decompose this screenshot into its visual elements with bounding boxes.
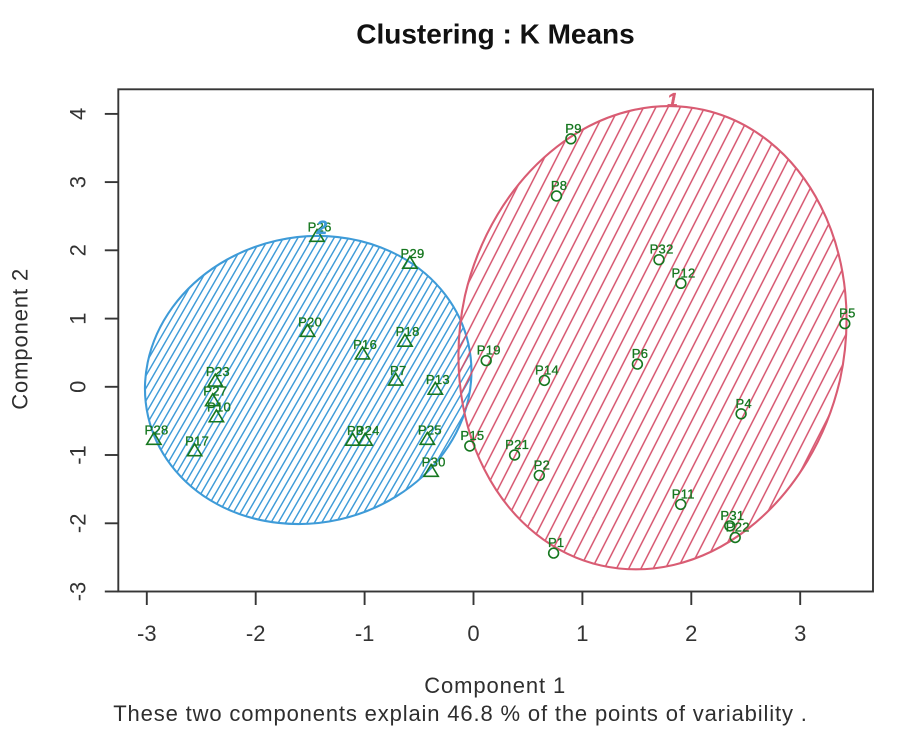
svg-text:P15: P15 <box>460 428 484 443</box>
svg-text:3: 3 <box>66 176 91 188</box>
svg-text:Component 2: Component 2 <box>8 268 33 410</box>
svg-text:P26: P26 <box>308 219 332 234</box>
svg-text:1: 1 <box>66 312 91 324</box>
svg-text:2: 2 <box>66 244 91 256</box>
svg-text:1: 1 <box>576 621 588 646</box>
svg-text:P18: P18 <box>396 324 420 339</box>
svg-text:P1: P1 <box>548 535 565 550</box>
svg-text:P2: P2 <box>534 457 551 472</box>
svg-text:P12: P12 <box>671 265 695 280</box>
svg-text:-2: -2 <box>246 621 266 646</box>
svg-text:P23: P23 <box>206 364 230 379</box>
svg-text:These two components explain 4: These two components explain 46.8 % of t… <box>113 701 807 726</box>
svg-text:2: 2 <box>315 217 327 239</box>
svg-text:P20: P20 <box>298 314 322 329</box>
svg-text:-3: -3 <box>66 582 91 602</box>
svg-text:P27: P27 <box>203 384 227 399</box>
svg-text:0: 0 <box>66 381 91 393</box>
svg-text:P24: P24 <box>356 423 380 438</box>
svg-text:-1: -1 <box>66 445 91 465</box>
svg-text:P17: P17 <box>185 434 209 449</box>
svg-text:4: 4 <box>66 108 91 120</box>
svg-text:-1: -1 <box>355 621 375 646</box>
svg-text:P21: P21 <box>505 437 529 452</box>
svg-text:P10: P10 <box>207 400 231 415</box>
svg-text:P3: P3 <box>347 423 364 438</box>
svg-text:-3: -3 <box>137 621 157 646</box>
svg-text:P9: P9 <box>565 121 582 136</box>
svg-text:P11: P11 <box>672 486 695 501</box>
svg-text:3: 3 <box>794 621 806 646</box>
svg-text:P7: P7 <box>390 363 407 378</box>
svg-text:P29: P29 <box>400 246 424 261</box>
svg-text:P28: P28 <box>144 422 168 437</box>
svg-text:Component 1: Component 1 <box>424 673 566 698</box>
svg-text:P19: P19 <box>477 343 501 358</box>
svg-text:P30: P30 <box>422 454 446 469</box>
svg-text:-2: -2 <box>66 514 91 534</box>
svg-text:P31: P31 <box>720 508 744 523</box>
svg-text:P4: P4 <box>735 396 752 411</box>
svg-text:P16: P16 <box>353 337 377 352</box>
svg-text:2: 2 <box>685 621 697 646</box>
svg-text:0: 0 <box>467 621 479 646</box>
svg-text:P14: P14 <box>535 362 559 377</box>
svg-text:P32: P32 <box>650 242 674 257</box>
svg-text:P13: P13 <box>426 372 450 387</box>
svg-text:1: 1 <box>667 90 678 112</box>
svg-text:Clustering : K Means: Clustering : K Means <box>356 19 634 50</box>
svg-text:P6: P6 <box>632 346 649 361</box>
svg-text:P25: P25 <box>418 422 442 437</box>
svg-text:P22: P22 <box>726 520 750 535</box>
svg-text:P8: P8 <box>551 178 568 193</box>
svg-text:P5: P5 <box>839 306 856 321</box>
